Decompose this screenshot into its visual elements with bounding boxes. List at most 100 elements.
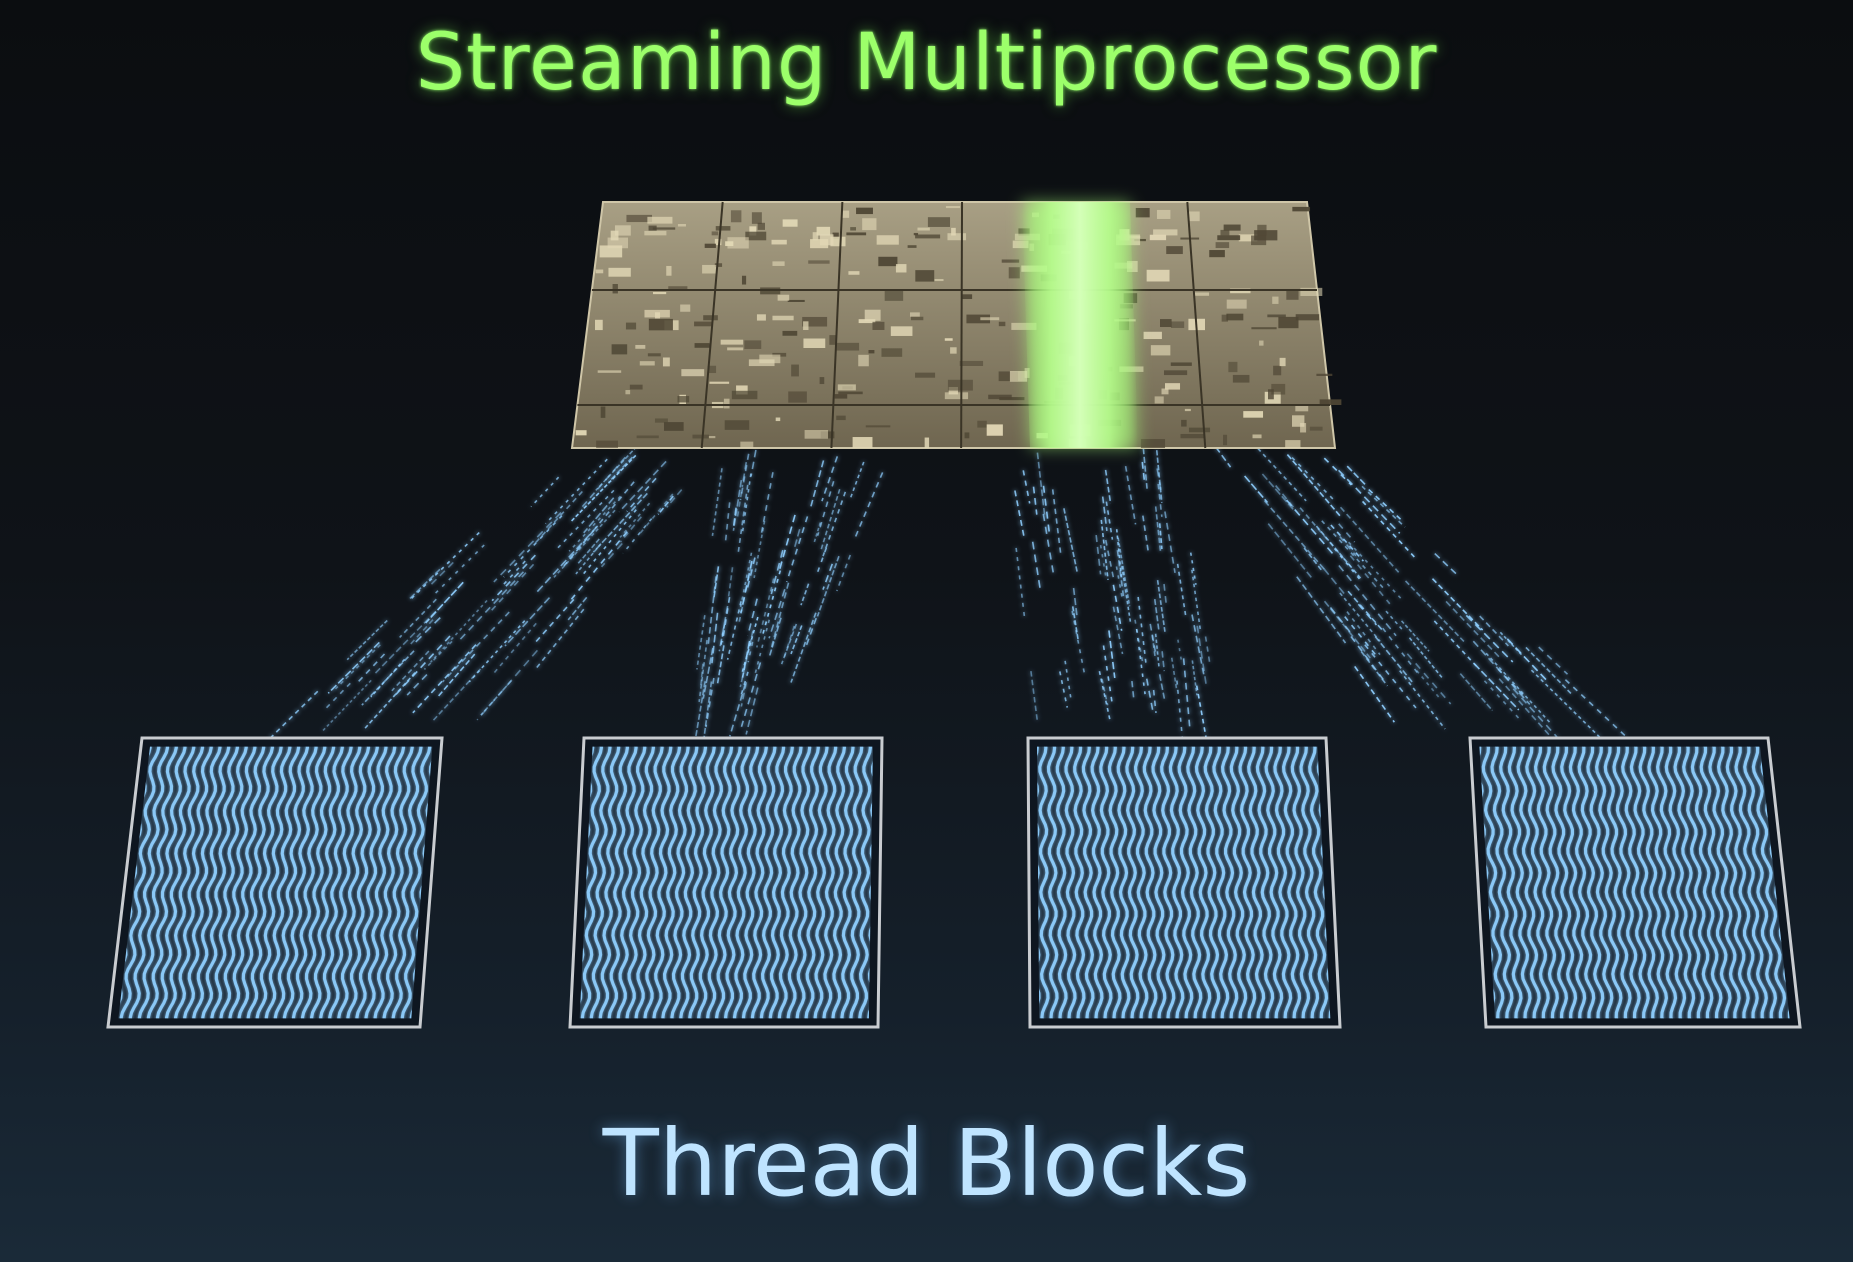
thread-line [696,615,706,670]
thread-line [759,472,774,538]
chip-circuit-cell [1223,224,1241,231]
chip-circuit-cell [751,212,762,224]
thread-wave [831,746,847,1019]
thread-line [1104,539,1115,582]
thread-line [1155,450,1163,503]
thread-wave [1281,746,1302,1019]
thread-line [741,616,759,673]
chip-circuit-cell [836,415,846,421]
thread-wave [1708,746,1741,1019]
chip-circuit-cell [708,436,716,439]
thread-line [327,641,380,694]
thread-line [1512,688,1559,739]
thread-line [1059,671,1069,708]
chip-circuit-cell [644,309,670,318]
thread-line [1042,513,1055,577]
thread-wave [128,746,170,1019]
thread-line [1145,678,1154,711]
thread-line [592,492,648,553]
thread-line [534,490,583,545]
chip-circuit-cell [575,430,587,436]
thread-line [1433,620,1479,669]
thread-wave [1525,746,1550,1019]
thread-line [1204,636,1212,667]
chip-circuit-cell [600,406,606,418]
chip-circuit-cell [1279,357,1286,367]
thread-wave [1481,746,1505,1019]
chip-circuit-cell [749,226,757,236]
chip-circuit-cell [1217,235,1241,241]
thread-wave [795,746,812,1019]
thread-line [1158,674,1166,699]
chip-circuit-cell [626,214,653,223]
chip-circuit-cell [596,440,618,448]
thread-wave [1116,746,1131,1019]
thread-line [1434,552,1459,577]
chip-circuit-cell [715,226,731,231]
chip-circuit-cell [723,398,730,409]
thread-wave [1194,746,1212,1019]
chip-circuit-cell [759,354,781,364]
thread-line [1032,486,1038,515]
chip-circuit-cell [951,227,956,236]
chip-circuit-cell [1292,206,1311,212]
chip-circuit-cell [1146,269,1170,282]
thread-wave [400,746,432,1019]
chip-circuit-cell [808,260,830,264]
thread-wave [1690,746,1723,1019]
thread-line [530,476,560,508]
thread-line [1338,523,1356,543]
thread-line [1131,681,1135,700]
chip-circuit-cell [654,418,668,423]
thread-line [1338,469,1401,534]
thread-line [819,488,841,552]
chip-circuit-cell [924,437,930,449]
thread-line [1357,603,1378,626]
chip-circuit-cell [1188,211,1200,222]
chip-circuit-cell [595,319,603,331]
chip-circuit-cell [666,265,672,276]
thread-line [1538,646,1569,675]
chip-circuit-cell [727,237,749,249]
thread-wave [282,746,318,1019]
thread-wave [300,746,336,1019]
thread-line [412,644,477,714]
chip-circuit-cell [1188,427,1211,433]
thread-line [491,563,535,611]
chip-circuit-cell [1316,373,1333,376]
chip-circuit-cell [998,371,1019,382]
chip-circuit-cell [837,384,856,391]
thread-line [1063,508,1079,574]
chip-circuit-cell [864,309,881,321]
thread-wave [616,746,638,1019]
thread-line [1257,448,1307,502]
thread-wave [1516,746,1541,1019]
chip-circuit-cell [1153,229,1178,236]
thread-block-3 [1026,736,1342,1029]
chip-circuit-cell [1184,408,1191,412]
thread-line [816,480,835,536]
thread-wave [1229,746,1248,1019]
chip-circuit-cell [819,377,825,385]
thread-line [736,491,743,518]
thread-wave [607,746,630,1019]
thread-line [619,516,642,543]
thread-line [1158,523,1163,550]
chip-circuit-cell [934,278,944,282]
chip-circuit-cell [1012,240,1029,249]
chip-circuit-cell [913,232,919,236]
thread-line [740,560,753,614]
chip-circuit-cell [714,263,723,267]
chip-circuit-cell [1215,242,1230,249]
thread-wave [319,746,353,1019]
thread-wave [580,746,604,1019]
thread-wave [382,746,414,1019]
thread-line [853,472,884,540]
thread-wave [1499,746,1523,1019]
thread-wave [706,746,725,1019]
thread-line [1036,452,1046,515]
thread-wave [1133,746,1149,1019]
thread-line [563,529,595,567]
thread-line [408,619,434,646]
chip-circuit-cell [625,390,631,395]
